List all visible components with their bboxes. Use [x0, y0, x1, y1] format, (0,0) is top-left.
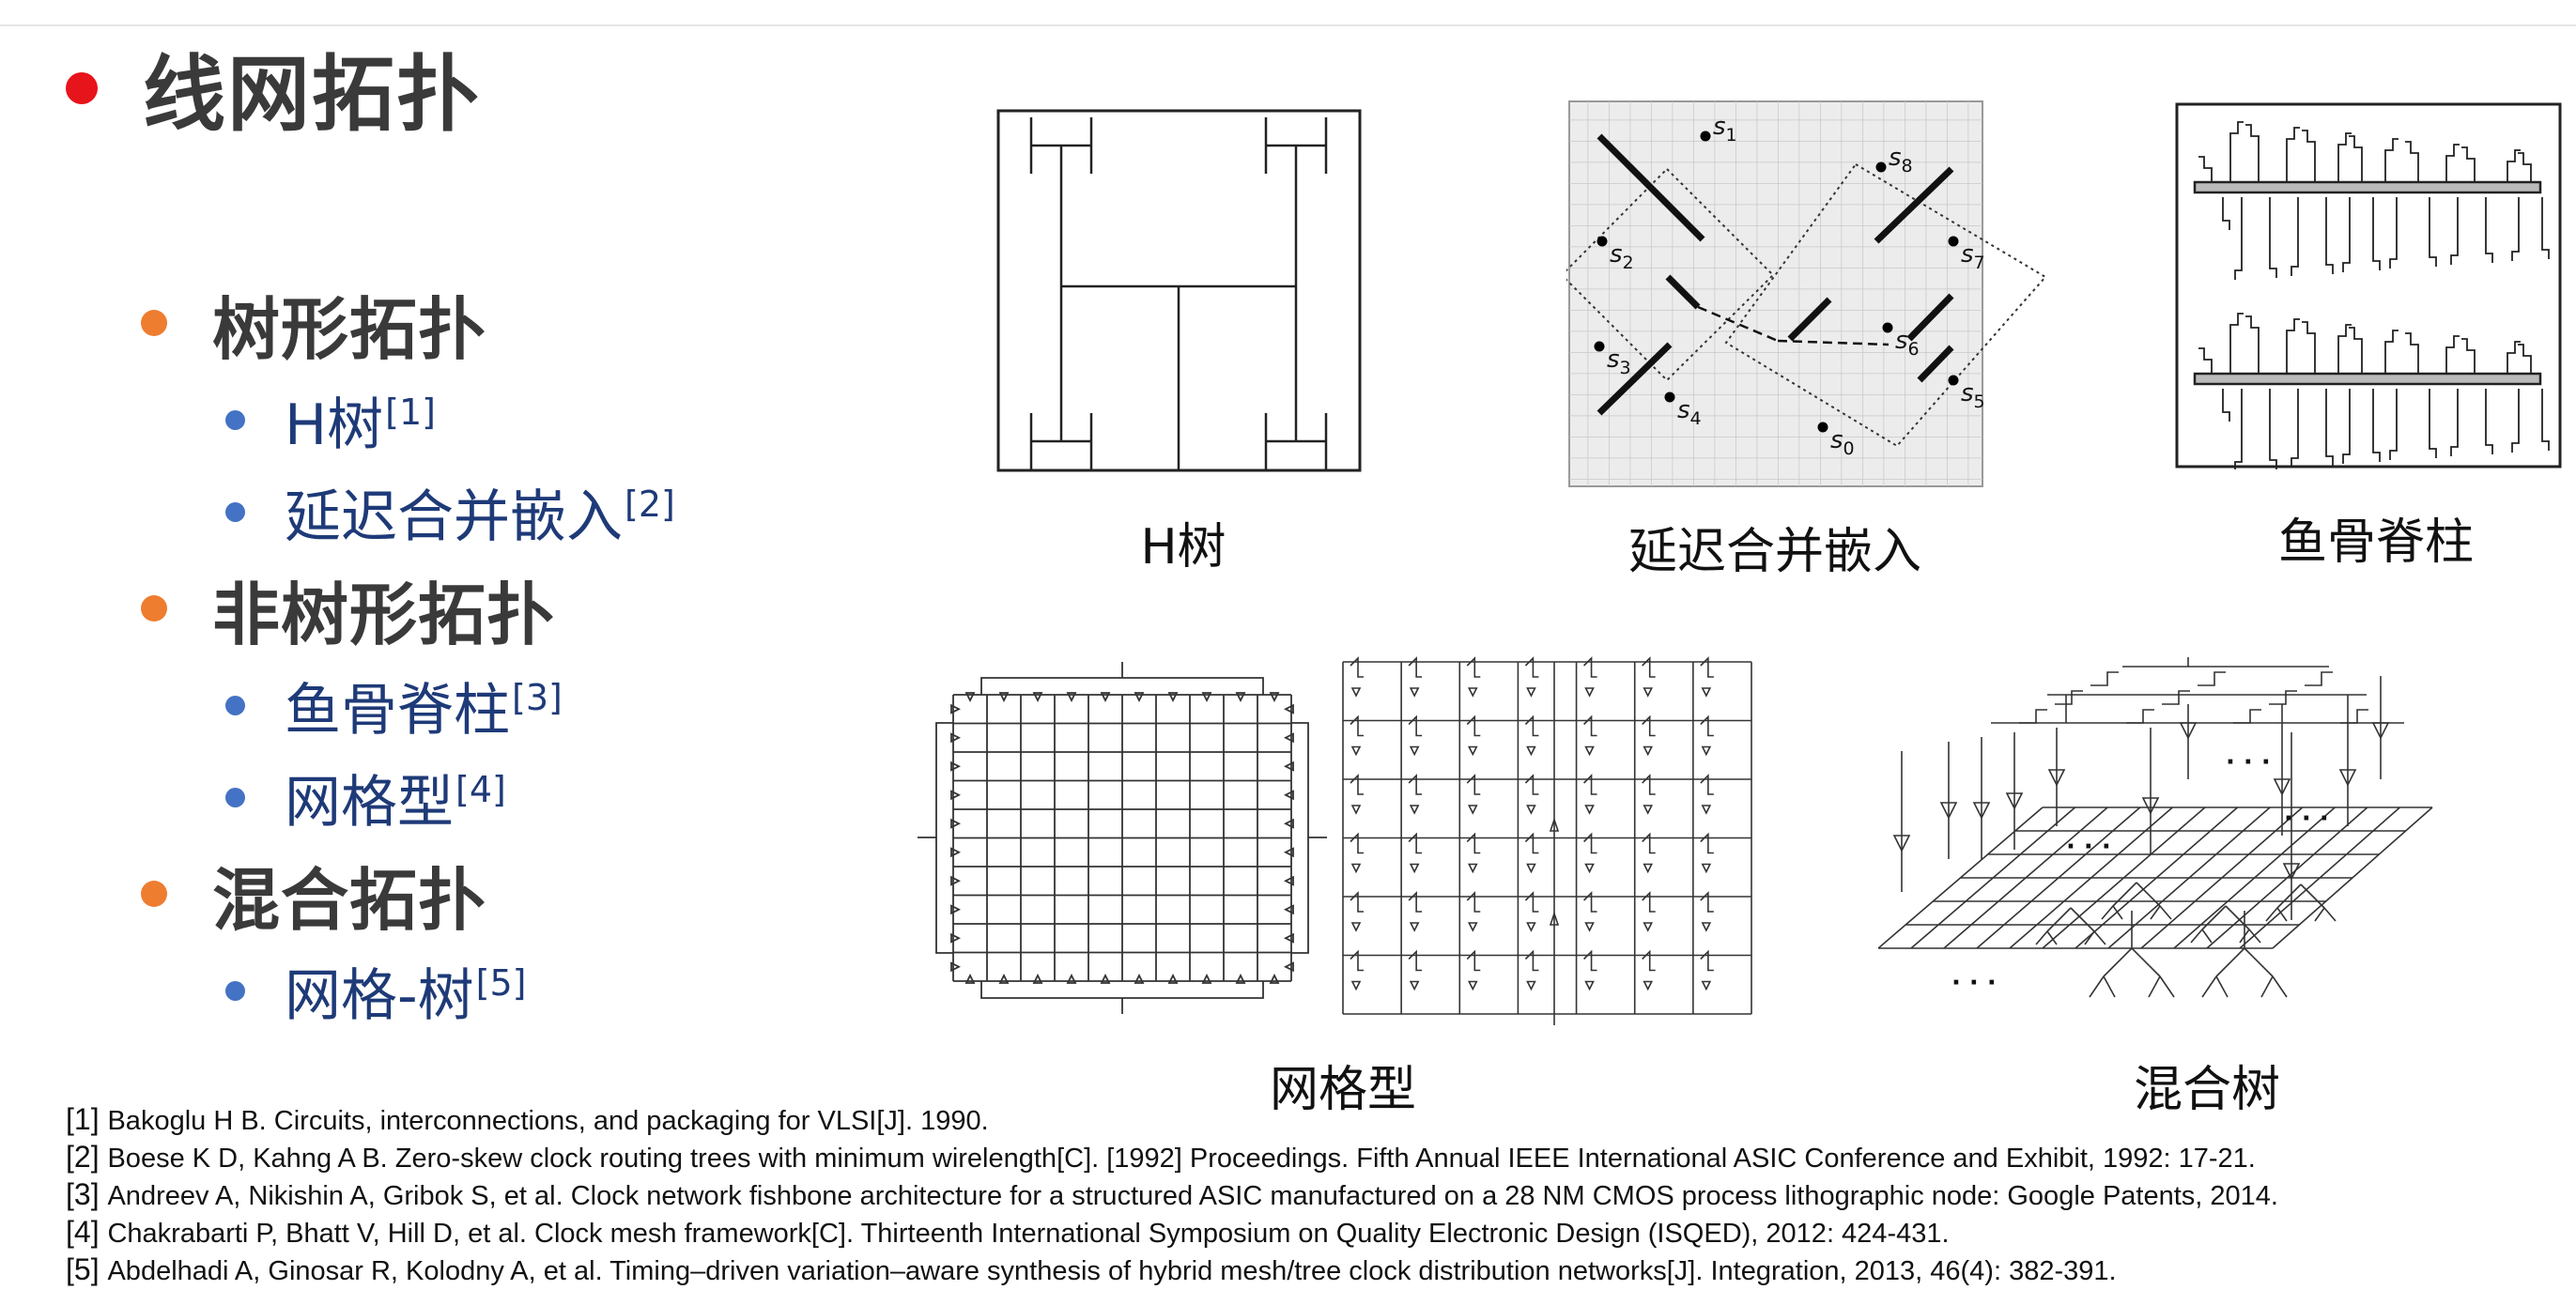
citation-ref[interactable]: [1] [385, 391, 436, 433]
reference-item: [2] Boese K D, Kahng A B. Zero-skew cloc… [66, 1138, 2278, 1175]
sink-point [1664, 392, 1675, 403]
sink-point [1817, 422, 1828, 433]
reference-text: Chakrabarti P, Bhatt V, Hill D, et al. C… [107, 1219, 1950, 1249]
level1-label: 树形拓扑 [212, 289, 487, 369]
header-rule [0, 24, 2576, 26]
reference-item: [1] Bakoglu H B. Circuits, interconnecti… [66, 1100, 2278, 1138]
outline-level2-item: H树[1] [141, 374, 675, 466]
citation-ref[interactable]: [3] [512, 676, 563, 718]
level2-label: 延迟合并嵌入[2] [285, 483, 675, 550]
reference-number: [3] [66, 1177, 108, 1211]
outline-level2-item: 延迟合并嵌入[2] [141, 466, 675, 558]
level1-label: 非树形拓扑 [212, 575, 556, 654]
reference-item: [4] Chakrabarti P, Bhatt V, Hill D, et a… [66, 1213, 2278, 1251]
hybrid-tree-diagram: · · · · · · · · · · · · [1878, 657, 2433, 998]
level2-bullet [225, 980, 245, 1001]
sink-point [1875, 161, 1887, 173]
sink-point [1882, 322, 1893, 333]
outline-level1-item: 混合拓扑 [141, 843, 675, 944]
sink-point [1948, 236, 1959, 247]
level1-bullet [141, 310, 167, 336]
ellipsis-marker: · · · [2066, 833, 2111, 861]
level2-label: 网格型[4] [285, 768, 506, 836]
reference-item: [3] Andreev A, Nikishin A, Gribok S, et … [66, 1175, 2278, 1213]
mesh-diagram-buffered [1342, 656, 1752, 1025]
level2-bullet [225, 409, 245, 430]
outline-level1-item: 树形拓扑 [141, 272, 675, 374]
page-title: 线网拓扑 [143, 46, 482, 143]
mesh-diagram-bordered [918, 662, 1327, 1014]
level2-bullet [225, 695, 245, 715]
reference-text: Boese K D, Kahng A B. Zero-skew clock ro… [107, 1144, 2256, 1174]
outline-level2-item: 网格-树[5] [141, 944, 675, 1037]
level1-bullet [141, 881, 167, 907]
citation-ref[interactable]: [2] [625, 483, 675, 525]
citation-ref[interactable]: [4] [455, 768, 506, 810]
outline-level2-item: 鱼骨脊柱[3] [141, 659, 675, 751]
dme-caption: 延迟合并嵌入 [1627, 524, 1921, 580]
reference-number: [5] [66, 1252, 108, 1286]
reference-text: Bakoglu H B. Circuits, interconnections,… [107, 1106, 989, 1136]
reference-number: [1] [66, 1102, 108, 1136]
ellipsis-marker: · · · [2284, 805, 2329, 833]
reference-text: Andreev A, Nikishin A, Gribok S, et al. … [107, 1181, 2278, 1211]
level2-label: 鱼骨脊柱[3] [285, 676, 563, 744]
sink-label: s7 [1961, 240, 1985, 273]
title-bullet [66, 71, 98, 104]
sink-point [1700, 131, 1711, 142]
topology-outline: 树形拓扑 H树[1] 延迟合并嵌入[2] 非树形拓扑鱼骨脊柱[3] 网格型[4] 混合拓扑… [141, 272, 675, 1037]
fishbone-caption: 鱼骨脊柱 [2277, 514, 2474, 571]
level2-label: H树[1] [285, 391, 436, 458]
reference-item: [5] Abdelhadi A, Ginosar R, Kolodny A, e… [66, 1251, 2278, 1288]
level2-bullet [225, 787, 245, 807]
references-list: [1] Bakoglu H B. Circuits, interconnecti… [66, 1100, 2278, 1288]
outline-level2-item: 网格型[4] [141, 751, 675, 843]
h-tree-caption: H树 [1140, 519, 1226, 576]
h-tree-diagram [996, 109, 1362, 472]
reference-text: Abdelhadi A, Ginosar R, Kolodny A, et al… [107, 1256, 2117, 1286]
outline-level1-item: 非树形拓扑 [141, 558, 675, 659]
ellipsis-marker: · · · [1951, 969, 1997, 997]
sink-point [1594, 341, 1605, 352]
level2-label: 网格-树[5] [285, 961, 527, 1029]
slide-title: 线网拓扑 [66, 28, 481, 147]
level2-bullet [225, 501, 245, 522]
reference-number: [2] [66, 1140, 108, 1174]
level1-bullet [141, 595, 167, 622]
reference-number: [4] [66, 1215, 108, 1249]
fishbone-diagram [2175, 102, 2562, 469]
mesh-caption: 网格型 [1269, 1062, 1416, 1118]
level1-label: 混合拓扑 [212, 860, 487, 940]
hybrid-caption: 混合树 [2133, 1062, 2280, 1118]
ellipsis-marker: · · · [2226, 748, 2271, 776]
sink-label: s3 [1607, 346, 1631, 378]
citation-ref[interactable]: [5] [475, 961, 527, 1004]
sink-point [1948, 375, 1959, 386]
sink-point [1597, 236, 1608, 247]
